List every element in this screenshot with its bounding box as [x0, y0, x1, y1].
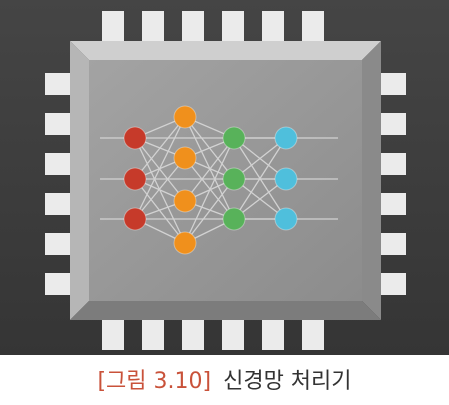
network-connection: [134, 116, 186, 220]
network-connection: [184, 137, 235, 244]
chip-pin: [222, 318, 244, 350]
network-connection: [134, 157, 186, 220]
network-connection: [233, 137, 287, 220]
chip-pin: [102, 318, 124, 350]
network-connection: [184, 178, 235, 244]
figure-caption: [그림 3.10] 신경망 처리기: [0, 362, 449, 402]
network-node: [123, 167, 147, 191]
chip-pin: [222, 11, 244, 43]
network-connection: [134, 178, 186, 244]
chip-pin: [45, 273, 72, 295]
chip-pin: [379, 233, 406, 255]
chip-pin: [302, 318, 324, 350]
chip-pin: [45, 113, 72, 135]
chip-pin: [142, 318, 164, 350]
network-connection: [134, 116, 186, 180]
network-node: [173, 105, 197, 129]
chip-pins: [45, 11, 406, 350]
chip-pin: [302, 11, 324, 43]
chip-pin: [45, 233, 72, 255]
network-node: [173, 231, 197, 255]
network-node: [222, 126, 246, 150]
network-node: [222, 167, 246, 191]
network-connection: [134, 137, 186, 202]
network-node: [173, 146, 197, 170]
network-connection: [184, 157, 235, 220]
chip-pin: [142, 11, 164, 43]
chip-icon: [0, 0, 449, 355]
network-connection: [233, 137, 287, 180]
network-connection: [184, 137, 235, 202]
network-node: [274, 207, 298, 231]
chip-pin: [379, 153, 406, 175]
network-node: [123, 126, 147, 150]
chip-pin: [45, 193, 72, 215]
chip-pin: [45, 73, 72, 95]
chip-pin: [379, 273, 406, 295]
chip-pin: [102, 11, 124, 43]
network-node: [274, 126, 298, 150]
neural-network-icon: [100, 105, 338, 255]
chip-pin: [262, 11, 284, 43]
chip-pin: [379, 193, 406, 215]
chip-pin: [182, 11, 204, 43]
network-nodes: [123, 105, 298, 255]
figure-label: [그림 3.10]: [97, 369, 212, 394]
network-node: [123, 207, 147, 231]
chip-pin: [182, 318, 204, 350]
network-node: [173, 189, 197, 213]
chip-pin: [45, 153, 72, 175]
chip-pin: [262, 318, 284, 350]
network-node: [274, 167, 298, 191]
network-node: [222, 207, 246, 231]
chip-pin: [379, 73, 406, 95]
chip-pin: [379, 113, 406, 135]
figure-title: 신경망 처리기: [223, 369, 352, 394]
